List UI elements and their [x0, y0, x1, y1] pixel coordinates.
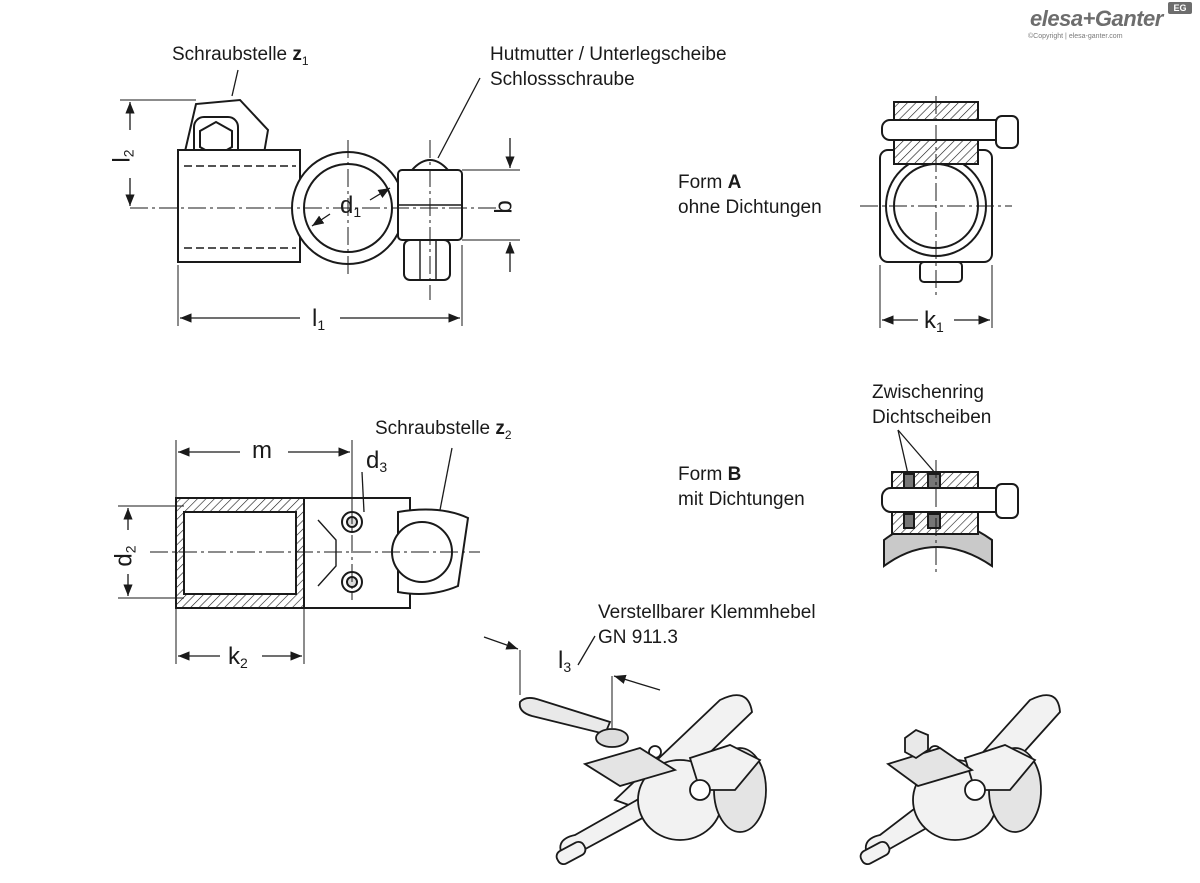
cap-nut-washer-label: Hutmutter / Unterlegscheibe	[490, 44, 727, 65]
dimension-m: m	[252, 437, 272, 464]
brand-badge: EG	[1168, 2, 1192, 14]
dimension-d3: d3	[366, 447, 388, 476]
form-b-view	[881, 429, 1019, 575]
intermediate-ring-label: Zwischenring	[872, 382, 984, 403]
dimension-l1: l1	[312, 305, 326, 334]
iso-view-lever	[483, 635, 767, 866]
carriage-bolt-label: Schlossschraube	[490, 69, 635, 90]
sealing-washers-label: Dichtscheiben	[872, 407, 992, 428]
adjustable-lever-label: Verstellbarer Klemmhebel	[598, 602, 816, 623]
dimension-d1: d1	[340, 192, 362, 221]
screw-point-z1-label: Schraubstelle z1	[172, 44, 309, 68]
dimension-k1: k1	[924, 307, 944, 336]
form-a-title: Form A	[678, 172, 742, 193]
dimension-d2: d2	[110, 545, 139, 567]
side-view-top	[120, 69, 520, 326]
screw-point-z2-label: Schraubstelle z2	[375, 418, 512, 442]
copyright-text: ©Copyright | elesa-ganter.com	[1028, 33, 1123, 40]
lever-part-number-label: GN 911.3	[598, 627, 678, 648]
iso-view-bolt	[859, 694, 1061, 866]
form-a-view	[860, 96, 1019, 328]
form-a-description: ohne Dichtungen	[678, 197, 822, 218]
form-b-title: Form B	[678, 464, 742, 485]
form-b-description: mit Dichtungen	[678, 489, 805, 510]
dimension-k2: k2	[228, 643, 248, 672]
dimension-l3: l3	[558, 647, 572, 676]
dimension-l2: l2	[108, 149, 137, 163]
brand-logo: elesa+Ganter	[1030, 6, 1163, 31]
dimension-b: b	[490, 200, 518, 214]
section-view-bottom	[118, 440, 480, 664]
